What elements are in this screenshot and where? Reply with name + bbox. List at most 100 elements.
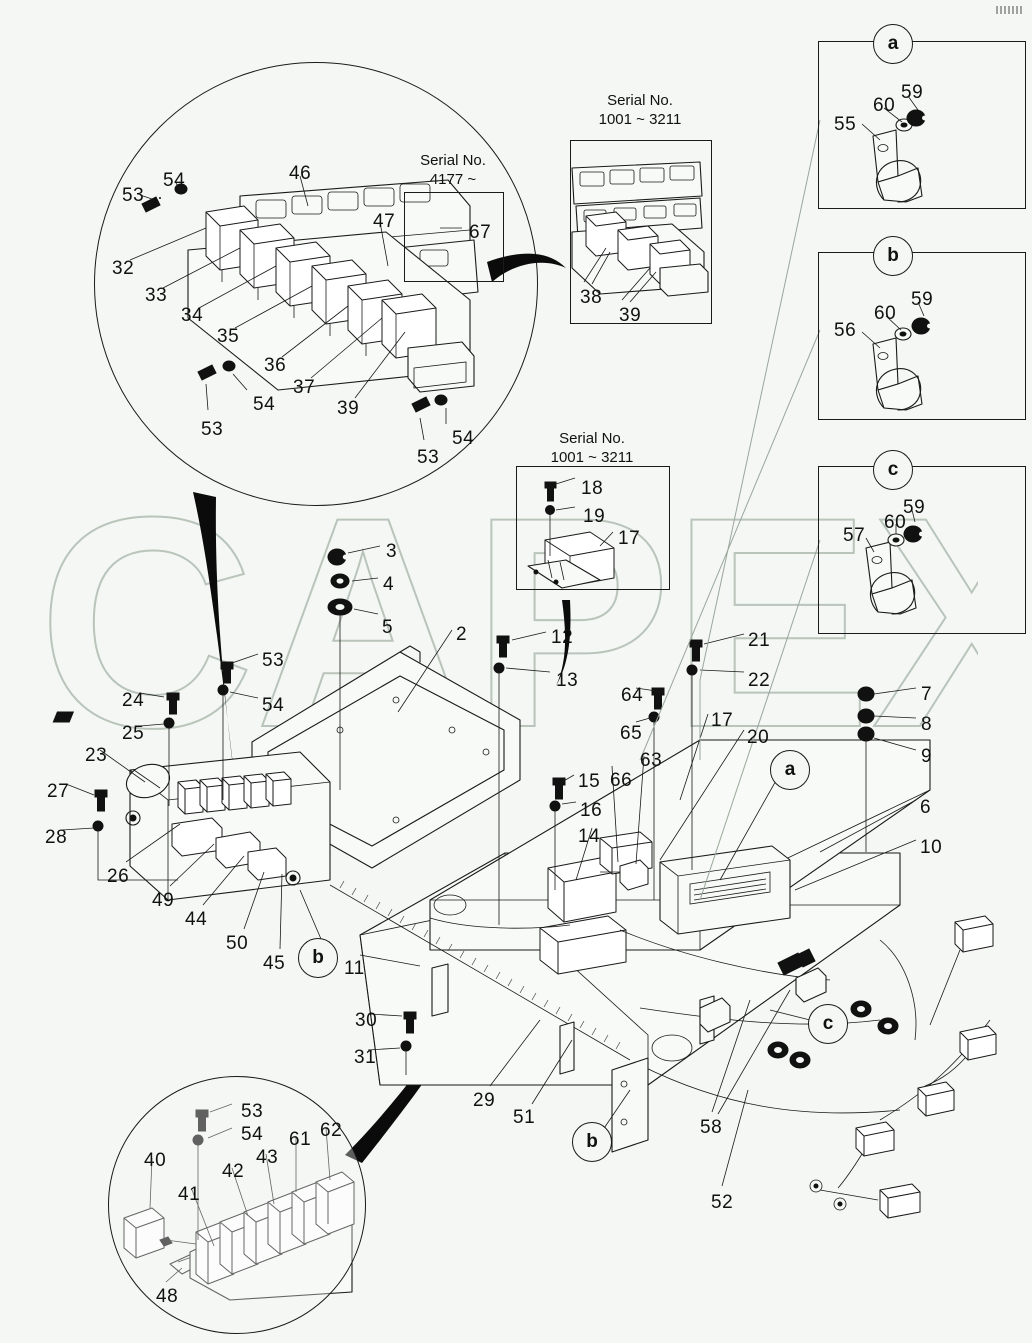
callout-54: 54 bbox=[253, 394, 276, 415]
callout-54: 54 bbox=[452, 428, 475, 449]
serial-note-center: Serial No. 1001 ~ 3211 bbox=[516, 430, 668, 468]
serial-top-line2: 1001 ~ 3211 bbox=[598, 110, 682, 128]
callout-17: 17 bbox=[618, 528, 641, 549]
callout-62: 62 bbox=[320, 1120, 343, 1141]
callout-25: 25 bbox=[122, 723, 145, 744]
callout-39: 39 bbox=[337, 398, 360, 419]
callout-29: 29 bbox=[473, 1090, 496, 1111]
main-assembly-art bbox=[52, 645, 997, 1219]
callout-24: 24 bbox=[122, 690, 145, 711]
callout-64: 64 bbox=[621, 685, 644, 706]
callout-66: 66 bbox=[610, 770, 633, 791]
callout-8: 8 bbox=[921, 714, 933, 735]
callout-55: 55 bbox=[834, 114, 857, 135]
badge-b-main: b bbox=[298, 938, 338, 978]
callout-39: 39 bbox=[619, 305, 642, 326]
callout-43: 43 bbox=[256, 1147, 279, 1168]
callout-63: 63 bbox=[640, 750, 663, 771]
callout-15: 15 bbox=[578, 771, 601, 792]
serial-note-relay: Serial No. 4177 ~ bbox=[404, 152, 502, 190]
callout-28: 28 bbox=[45, 827, 68, 848]
callout-44: 44 bbox=[185, 909, 208, 930]
callout-42: 42 bbox=[222, 1161, 245, 1182]
callout-16: 16 bbox=[580, 800, 603, 821]
callout-22: 22 bbox=[748, 670, 771, 691]
callout-54: 54 bbox=[163, 170, 186, 191]
callout-59: 59 bbox=[911, 289, 934, 310]
detail-box-c-frame bbox=[818, 466, 1026, 634]
callout-41: 41 bbox=[178, 1184, 201, 1205]
serial-top-inset-art bbox=[571, 161, 709, 301]
callout-38: 38 bbox=[580, 287, 603, 308]
callout-40: 40 bbox=[144, 1150, 167, 1171]
box-a-art bbox=[861, 95, 928, 203]
callout-45: 45 bbox=[263, 953, 286, 974]
callout-21: 21 bbox=[748, 630, 771, 651]
callout-7: 7 bbox=[921, 684, 933, 705]
callout-61: 61 bbox=[289, 1129, 312, 1150]
box-b-art bbox=[861, 301, 933, 411]
callout-32: 32 bbox=[112, 258, 135, 279]
callout-20: 20 bbox=[747, 727, 770, 748]
callout-3: 3 bbox=[386, 541, 398, 562]
callout-65: 65 bbox=[620, 723, 643, 744]
callout-37: 37 bbox=[293, 377, 316, 398]
detail-box-a-frame bbox=[818, 41, 1026, 209]
callout-53: 53 bbox=[241, 1101, 264, 1122]
callout-2: 2 bbox=[456, 624, 468, 645]
callout-34: 34 bbox=[181, 305, 204, 326]
callout-23: 23 bbox=[85, 745, 108, 766]
serial-top-inset-frame bbox=[570, 140, 712, 324]
callout-36: 36 bbox=[264, 355, 287, 376]
callout-6: 6 bbox=[920, 797, 932, 818]
callout-17: 17 bbox=[711, 710, 734, 731]
callout-59: 59 bbox=[903, 497, 926, 518]
callout-14: 14 bbox=[578, 826, 601, 847]
relay-circle-hardware bbox=[141, 183, 448, 413]
callout-19: 19 bbox=[583, 506, 606, 527]
detail-box-b-frame bbox=[818, 252, 1026, 420]
serial-note-top: Serial No. 1001 ~ 3211 bbox=[570, 92, 710, 130]
callout-50: 50 bbox=[226, 933, 249, 954]
callout-49: 49 bbox=[152, 890, 175, 911]
callout-60: 60 bbox=[873, 95, 896, 116]
callout-30: 30 bbox=[355, 1010, 378, 1031]
badge-b-lower: b bbox=[572, 1122, 612, 1162]
serial-center-inset-art bbox=[527, 477, 615, 589]
callout-31: 31 bbox=[354, 1047, 377, 1068]
main-hardware bbox=[92, 548, 875, 1075]
relay-panel-art bbox=[187, 179, 479, 393]
callout-47: 47 bbox=[373, 211, 396, 232]
serial-top-line1: Serial No. bbox=[607, 92, 673, 109]
badge-c-box: c bbox=[873, 450, 913, 490]
callout-18: 18 bbox=[581, 478, 604, 499]
callout-67: 67 bbox=[469, 222, 492, 243]
callout-33: 33 bbox=[145, 285, 168, 306]
callout-4: 4 bbox=[383, 574, 395, 595]
callout-56: 56 bbox=[834, 320, 857, 341]
callout-27: 27 bbox=[47, 781, 70, 802]
callout-60: 60 bbox=[884, 512, 907, 533]
fuse-block-detail-circle bbox=[108, 1076, 366, 1334]
badge-a-main: a bbox=[770, 750, 810, 790]
badge-c-main: c bbox=[808, 1004, 848, 1044]
serial-relay-line1: Serial No. bbox=[420, 152, 486, 169]
callout-58: 58 bbox=[700, 1117, 723, 1138]
corner-artifact bbox=[996, 6, 1024, 14]
callout-26: 26 bbox=[107, 866, 130, 887]
callout-11: 11 bbox=[344, 958, 365, 979]
box-c-art bbox=[865, 509, 925, 615]
callout-51: 51 bbox=[513, 1107, 536, 1128]
callout-5: 5 bbox=[382, 617, 394, 638]
callout-48: 48 bbox=[156, 1286, 179, 1307]
badge-a-box: a bbox=[873, 24, 913, 64]
callout-46: 46 bbox=[289, 163, 312, 184]
serial-relay-inset-frame bbox=[404, 192, 504, 282]
callout-9: 9 bbox=[921, 746, 933, 767]
callout-10: 10 bbox=[920, 837, 943, 858]
callout-53: 53 bbox=[262, 650, 285, 671]
callout-59: 59 bbox=[901, 82, 924, 103]
callout-57: 57 bbox=[843, 525, 866, 546]
callout-52: 52 bbox=[711, 1192, 734, 1213]
